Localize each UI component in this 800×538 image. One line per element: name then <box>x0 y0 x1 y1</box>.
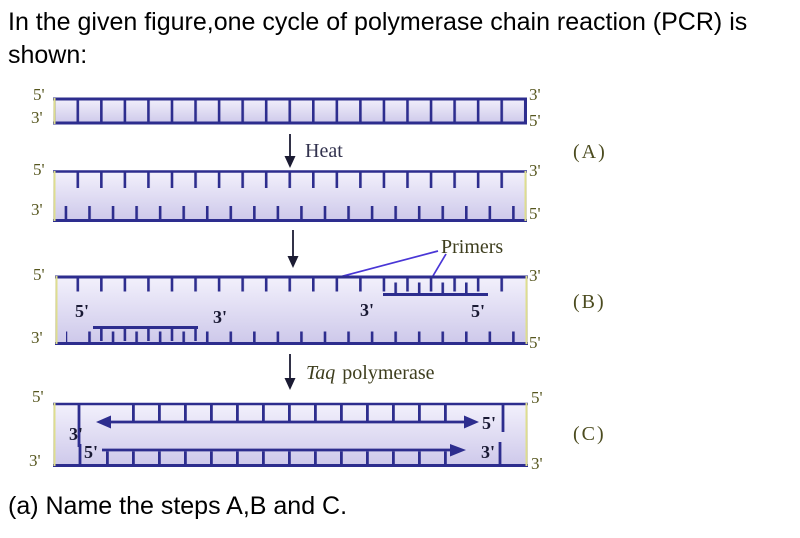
extension-label-br: 3' <box>531 454 543 473</box>
annealed-label-tl: 5' <box>33 265 45 284</box>
primers-label: Primers <box>441 236 503 258</box>
primer-left-5-label: 5' <box>75 301 89 321</box>
extension-label-tl: 5' <box>32 387 44 406</box>
step-a-tag: (A) <box>573 141 607 163</box>
taq-arrow-head <box>284 378 296 390</box>
dna-with-primers-b: 3' 5' 5' 3' 5' 3' 3' 5' (B) <box>31 265 606 352</box>
dna-extension-c: 3' 5' 5' 3' 5' 5' 3' 3' (C) <box>29 387 606 473</box>
duplex-a-rungs <box>55 99 525 123</box>
denatured-label-bl: 3' <box>31 200 43 219</box>
pcr-cycle-figure: 5' 3' 3' 5' Heat (A) 5' 3' 3' 5' <box>29 85 607 473</box>
taq-label-italic: Taq <box>306 362 335 384</box>
step-c-tag: (C) <box>573 423 606 445</box>
extension-label-tr: 5' <box>531 388 543 407</box>
new-bottom-3-label: 3' <box>481 442 495 462</box>
duplex-a-label-tl: 5' <box>33 85 45 104</box>
duplex-a-label-br: 5' <box>529 111 541 130</box>
primer-left-3-label: 3' <box>213 307 227 327</box>
duplex-a-label-bl: 3' <box>31 108 43 127</box>
dna-duplex-a: 5' 3' 3' 5' <box>31 85 541 130</box>
annealed-label-bl: 3' <box>31 328 43 347</box>
anneal-arrow-head <box>287 256 299 268</box>
step-b-tag: (B) <box>573 291 606 313</box>
question-intro-line2: shown: <box>8 41 88 69</box>
taq-label-rest: polymerase <box>342 362 434 384</box>
denatured-dna: 5' 3' 3' 5' <box>31 160 541 223</box>
new-top-3-label: 3' <box>69 424 83 444</box>
primer-left-teeth <box>97 329 197 341</box>
new-strand-top-right-arrowhead <box>464 415 479 429</box>
new-strand-bottom-arrowhead <box>450 444 466 457</box>
denatured-label-br: 5' <box>529 204 541 223</box>
denatured-top-teeth <box>64 172 520 188</box>
duplex-a-label-tr: 3' <box>529 85 541 104</box>
denatured-bottom-teeth <box>64 206 520 221</box>
annealed-label-tr: 3' <box>529 266 541 285</box>
new-bottom-5-label: 5' <box>84 442 98 462</box>
extension-bottom-rungs <box>104 451 456 466</box>
question-intro-line1: In the given figure,one cycle of polymer… <box>8 8 748 36</box>
heat-arrow: Heat (A) <box>284 134 607 168</box>
heat-arrow-head <box>284 156 296 168</box>
question-part-a: (a) Name the steps A,B and C. <box>8 492 348 520</box>
primer-right-5-label: 5' <box>471 301 485 321</box>
denatured-label-tl: 5' <box>33 160 45 179</box>
denatured-label-tr: 3' <box>529 161 541 180</box>
new-top-5-label: 5' <box>482 413 496 433</box>
taq-polymerase-label: Taq polymerase <box>306 362 435 384</box>
new-strand-top-left-arrowhead <box>96 415 111 429</box>
heat-label: Heat <box>305 140 343 162</box>
primer-right-3-label: 3' <box>360 300 374 320</box>
annealed-label-br: 5' <box>529 333 541 352</box>
taq-polymerase-arrow: Taq polymerase <box>284 354 435 390</box>
extension-label-bl: 3' <box>29 451 41 470</box>
primer-right-teeth <box>390 282 472 294</box>
extension-top-rungs <box>118 404 462 422</box>
question-intro: In the given figure,one cycle of polymer… <box>8 6 747 72</box>
